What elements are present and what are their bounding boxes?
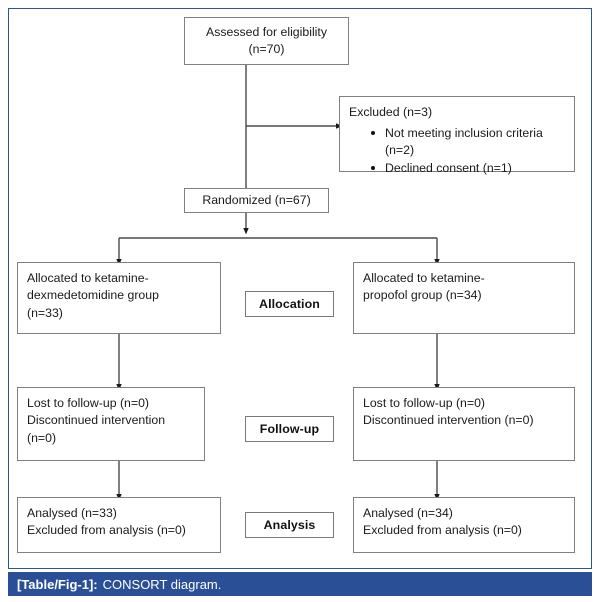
figure-canvas: Assessed for eligibility (n=70) Excluded… (8, 8, 592, 569)
stage-analysis-text: Analysis (263, 518, 316, 532)
followup-right-line-2: Discontinued intervention (n=0) (363, 413, 534, 428)
allocated-right-line-2: propofol group (n=34) (363, 288, 482, 303)
analysis-right-line-2: Excluded from analysis (n=0) (363, 523, 522, 538)
figure-caption-text: CONSORT diagram. (102, 576, 222, 592)
assessed-line-1: Assessed for eligibility (206, 24, 327, 39)
followup-left-line-1: Lost to follow-up (n=0) (27, 396, 150, 410)
figure-caption-label: [Table/Fig-1]: (17, 576, 98, 592)
analysis-left-line-1: Analysed (n=33) (27, 506, 117, 520)
node-followup-left: Lost to follow-up (n=0) Discontinued int… (17, 387, 205, 461)
allocated-right-line-1: Allocated to ketamine- (363, 271, 485, 285)
excluded-bullet-list: Not meeting inclusion criteria (n=2) Dec… (349, 125, 565, 177)
node-excluded: Excluded (n=3) Not meeting inclusion cri… (339, 96, 575, 175)
excluded-bullet-1: Not meeting inclusion criteria (n=2) (371, 125, 565, 159)
excluded-title: Excluded (n=3) (349, 105, 433, 119)
stage-label-followup: Follow-up (245, 416, 334, 442)
stage-allocation-text: Allocation (259, 297, 320, 311)
allocated-left-line-3: (n=33) (27, 305, 63, 320)
figure-caption-bar: [Table/Fig-1]: CONSORT diagram. (8, 572, 592, 596)
node-allocated-ketamine-propofol: Allocated to ketamine- propofol group (n… (353, 262, 575, 334)
consort-diagram: Assessed for eligibility (n=70) Excluded… (9, 9, 591, 568)
node-analysis-left: Analysed (n=33) Excluded from analysis (… (17, 497, 221, 553)
allocated-left-line-1: Allocated to ketamine- (27, 271, 149, 285)
followup-left-line-2: Discontinued intervention (27, 413, 166, 428)
followup-left-line-3: (n=0) (27, 430, 57, 445)
node-assessed-for-eligibility: Assessed for eligibility (n=70) (184, 17, 349, 65)
node-followup-right: Lost to follow-up (n=0) Discontinued int… (353, 387, 575, 461)
node-analysis-right: Analysed (n=34) Excluded from analysis (… (353, 497, 575, 553)
stage-label-analysis: Analysis (245, 512, 334, 538)
analysis-right-line-1: Analysed (n=34) (363, 506, 453, 520)
allocated-left-line-2: dexmedetomidine group (27, 288, 159, 303)
node-randomized: Randomized (n=67) (184, 188, 329, 213)
analysis-left-line-2: Excluded from analysis (n=0) (27, 523, 186, 538)
assessed-line-2: (n=70) (248, 42, 285, 56)
node-allocated-ketamine-dexmedetomidine: Allocated to ketamine- dexmedetomidine g… (17, 262, 221, 334)
randomized-line-1: Randomized (n=67) (202, 192, 311, 207)
stage-followup-text: Follow-up (259, 422, 320, 436)
stage-label-allocation: Allocation (245, 291, 334, 317)
excluded-bullet-2: Declined consent (n=1) (371, 160, 565, 177)
followup-right-line-1: Lost to follow-up (n=0) (363, 396, 486, 410)
